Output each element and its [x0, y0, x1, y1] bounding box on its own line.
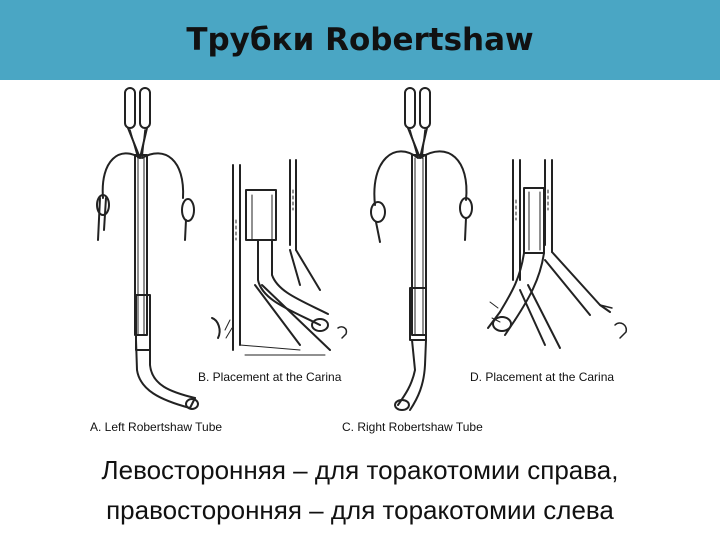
- right-robertshaw-tube-drawing: [370, 87, 473, 411]
- title-bar: Трубки Robertshaw: [0, 0, 720, 80]
- panel-a-label: A. Left Robertshaw Tube: [90, 420, 223, 434]
- robertshaw-tubes-figure: A. Left Robertshaw Tube B. Placement at …: [0, 80, 720, 450]
- panel-d-label: D. Placement at the Carina: [470, 370, 615, 384]
- left-robertshaw-tube-drawing: [96, 87, 199, 410]
- left-tube-carina-placement-drawing: [211, 159, 348, 356]
- caption-line-1: Левосторонняя – для торакотомии справа,: [101, 455, 619, 485]
- slide-title: Трубки Robertshaw: [186, 22, 534, 58]
- caption-line-2: правосторонняя – для торакотомии слева: [106, 495, 614, 525]
- right-tube-carina-placement-drawing: [487, 159, 628, 349]
- slide-caption: Левосторонняя – для торакотомии справа, …: [0, 450, 720, 530]
- panel-b-label: B. Placement at the Carina: [198, 370, 342, 384]
- panel-c-label: C. Right Robertshaw Tube: [342, 420, 483, 434]
